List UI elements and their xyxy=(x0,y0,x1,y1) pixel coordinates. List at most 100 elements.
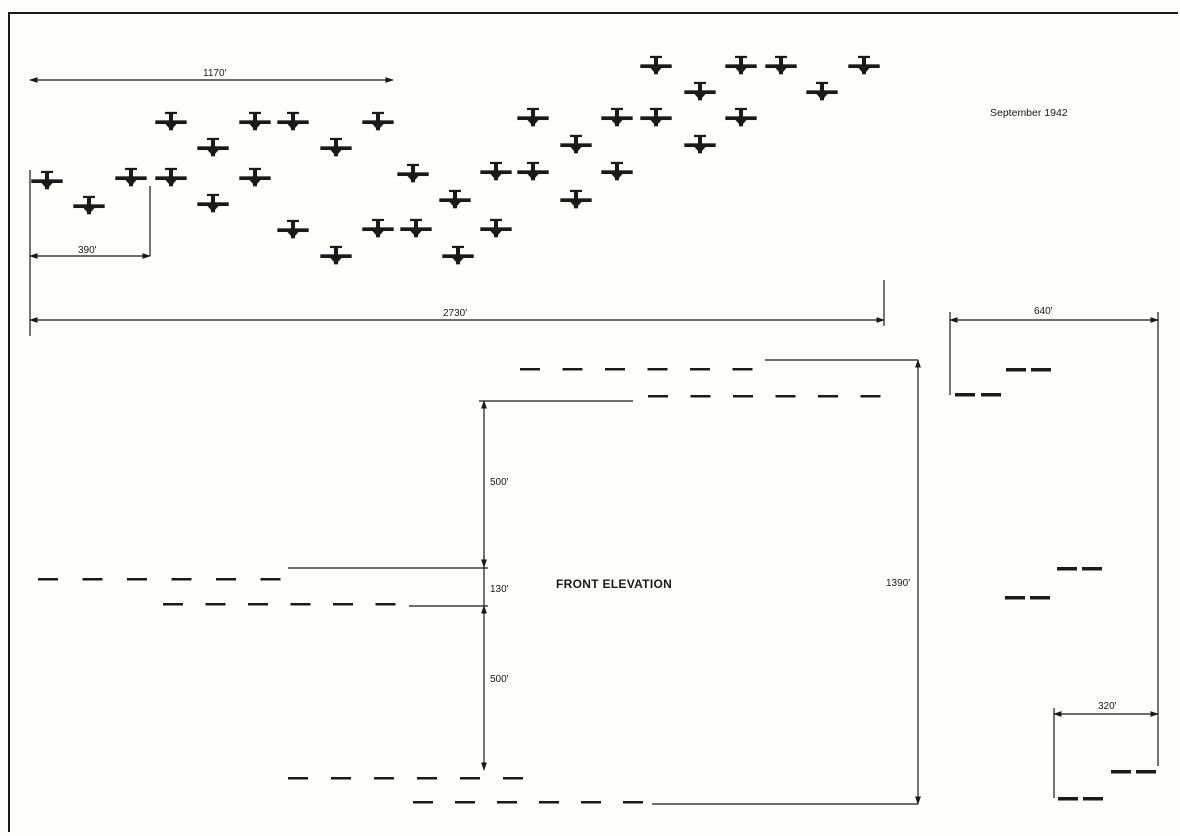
aircraft-plan-icon xyxy=(320,245,352,265)
aircraft-plan-icon xyxy=(806,81,838,101)
dim-label-upper-500: 500' xyxy=(490,477,509,488)
aircraft-plan-icon xyxy=(197,193,229,213)
aircraft-side-icon xyxy=(955,393,975,397)
front-elevation-title: FRONT ELEVATION xyxy=(556,577,672,591)
aircraft-plan-icon xyxy=(601,107,633,127)
aircraft-plan-icon xyxy=(277,219,309,239)
aircraft-front-icon xyxy=(775,395,796,398)
dim-label-1390: 1390' xyxy=(886,578,910,589)
front-elevation-dimensions xyxy=(288,359,921,805)
aircraft-plan-icon xyxy=(239,111,271,131)
aircraft-front-icon xyxy=(290,603,311,606)
aircraft-front-icon xyxy=(648,395,668,398)
aircraft-side-icon xyxy=(1083,797,1103,801)
aircraft-plan-icon xyxy=(362,218,394,238)
aircraft-plan-icon xyxy=(31,170,63,190)
aircraft-front-icon xyxy=(288,777,308,780)
aircraft-plan-icon xyxy=(640,55,672,75)
aircraft-side-icon xyxy=(1082,567,1102,571)
aircraft-front-icon xyxy=(690,395,711,398)
aircraft-plan-icon xyxy=(517,161,549,181)
aircraft-plan-icon xyxy=(601,161,633,181)
aircraft-front-icon xyxy=(860,395,881,398)
date-label: September 1942 xyxy=(990,107,1068,119)
aircraft-front-icon xyxy=(733,395,753,398)
dim-label-lower-500: 500' xyxy=(490,674,509,685)
aircraft-front-icon xyxy=(374,777,394,780)
aircraft-front-icon xyxy=(248,603,268,606)
aircraft-plan-icon xyxy=(765,55,797,75)
aircraft-front-icon xyxy=(82,578,103,581)
aircraft-plan-icon xyxy=(155,167,187,187)
aircraft-front-icon xyxy=(216,578,236,581)
aircraft-front-icon xyxy=(520,368,540,371)
aircraft-plan-icon xyxy=(197,137,229,157)
aircraft-plan-icon xyxy=(442,245,474,265)
aircraft-plan-icon xyxy=(115,167,147,187)
aircraft-front-icon xyxy=(581,801,601,804)
aircraft-front-icon xyxy=(205,603,226,606)
aircraft-front-icon xyxy=(455,801,475,804)
aircraft-front-icon xyxy=(605,368,625,371)
aircraft-plan-icon xyxy=(480,218,512,238)
aircraft-plan-icon xyxy=(640,107,672,127)
dim-label-640: 640' xyxy=(1034,306,1053,317)
aircraft-front-icon xyxy=(260,578,281,581)
aircraft-front-icon xyxy=(690,368,710,371)
aircraft-front-icon xyxy=(38,578,58,581)
front-elevation-aircraft xyxy=(38,368,881,804)
aircraft-front-icon xyxy=(375,603,396,606)
aircraft-plan-icon xyxy=(362,111,394,131)
aircraft-plan-icon xyxy=(725,55,757,75)
aircraft-plan-icon xyxy=(397,163,429,183)
aircraft-front-icon xyxy=(413,801,433,804)
aircraft-front-icon xyxy=(623,801,643,804)
aircraft-plan-icon xyxy=(560,189,592,209)
aircraft-side-icon xyxy=(1136,770,1156,774)
aircraft-plan-icon xyxy=(439,189,471,209)
aircraft-front-icon xyxy=(331,777,351,780)
aircraft-front-icon xyxy=(171,578,192,581)
dim-label-390: 390' xyxy=(78,245,97,256)
aircraft-front-icon xyxy=(497,801,517,804)
aircraft-plan-icon xyxy=(155,111,187,131)
dim-label-2730: 2730' xyxy=(443,308,467,319)
aircraft-front-icon xyxy=(163,603,183,606)
dim-label-1170: 1170' xyxy=(203,68,227,79)
aircraft-front-icon xyxy=(539,801,559,804)
aircraft-side-icon xyxy=(1111,770,1131,774)
aircraft-plan-icon xyxy=(725,107,757,127)
aircraft-front-icon xyxy=(503,777,523,780)
aircraft-plan-icon xyxy=(480,161,512,181)
aircraft-side-icon xyxy=(981,393,1001,397)
plan-view-dimensions xyxy=(29,77,885,336)
aircraft-front-icon xyxy=(127,578,147,581)
aircraft-front-icon xyxy=(460,777,480,780)
aircraft-plan-icon xyxy=(239,167,271,187)
aircraft-plan-icon xyxy=(848,55,880,75)
side-view-dimensions xyxy=(949,312,1159,798)
aircraft-front-icon xyxy=(417,777,437,780)
aircraft-side-icon xyxy=(1031,368,1051,372)
dim-label-130: 130' xyxy=(490,584,509,595)
aircraft-side-icon xyxy=(1006,368,1026,372)
side-view-aircraft xyxy=(955,368,1156,801)
aircraft-plan-icon xyxy=(684,81,716,101)
aircraft-plan-icon xyxy=(684,134,716,154)
aircraft-plan-icon xyxy=(517,107,549,127)
diagram-frame xyxy=(8,12,1178,832)
aircraft-plan-icon xyxy=(277,111,309,131)
dim-label-320: 320' xyxy=(1098,701,1117,712)
aircraft-plan-icon xyxy=(560,134,592,154)
aircraft-front-icon xyxy=(562,368,583,371)
aircraft-side-icon xyxy=(1030,596,1050,600)
aircraft-plan-icon xyxy=(400,218,432,238)
aircraft-plan-icon xyxy=(320,137,352,157)
aircraft-side-icon xyxy=(1058,797,1078,801)
aircraft-front-icon xyxy=(647,368,668,371)
aircraft-side-icon xyxy=(1057,567,1077,571)
aircraft-front-icon xyxy=(732,368,753,371)
aircraft-side-icon xyxy=(1005,596,1025,600)
